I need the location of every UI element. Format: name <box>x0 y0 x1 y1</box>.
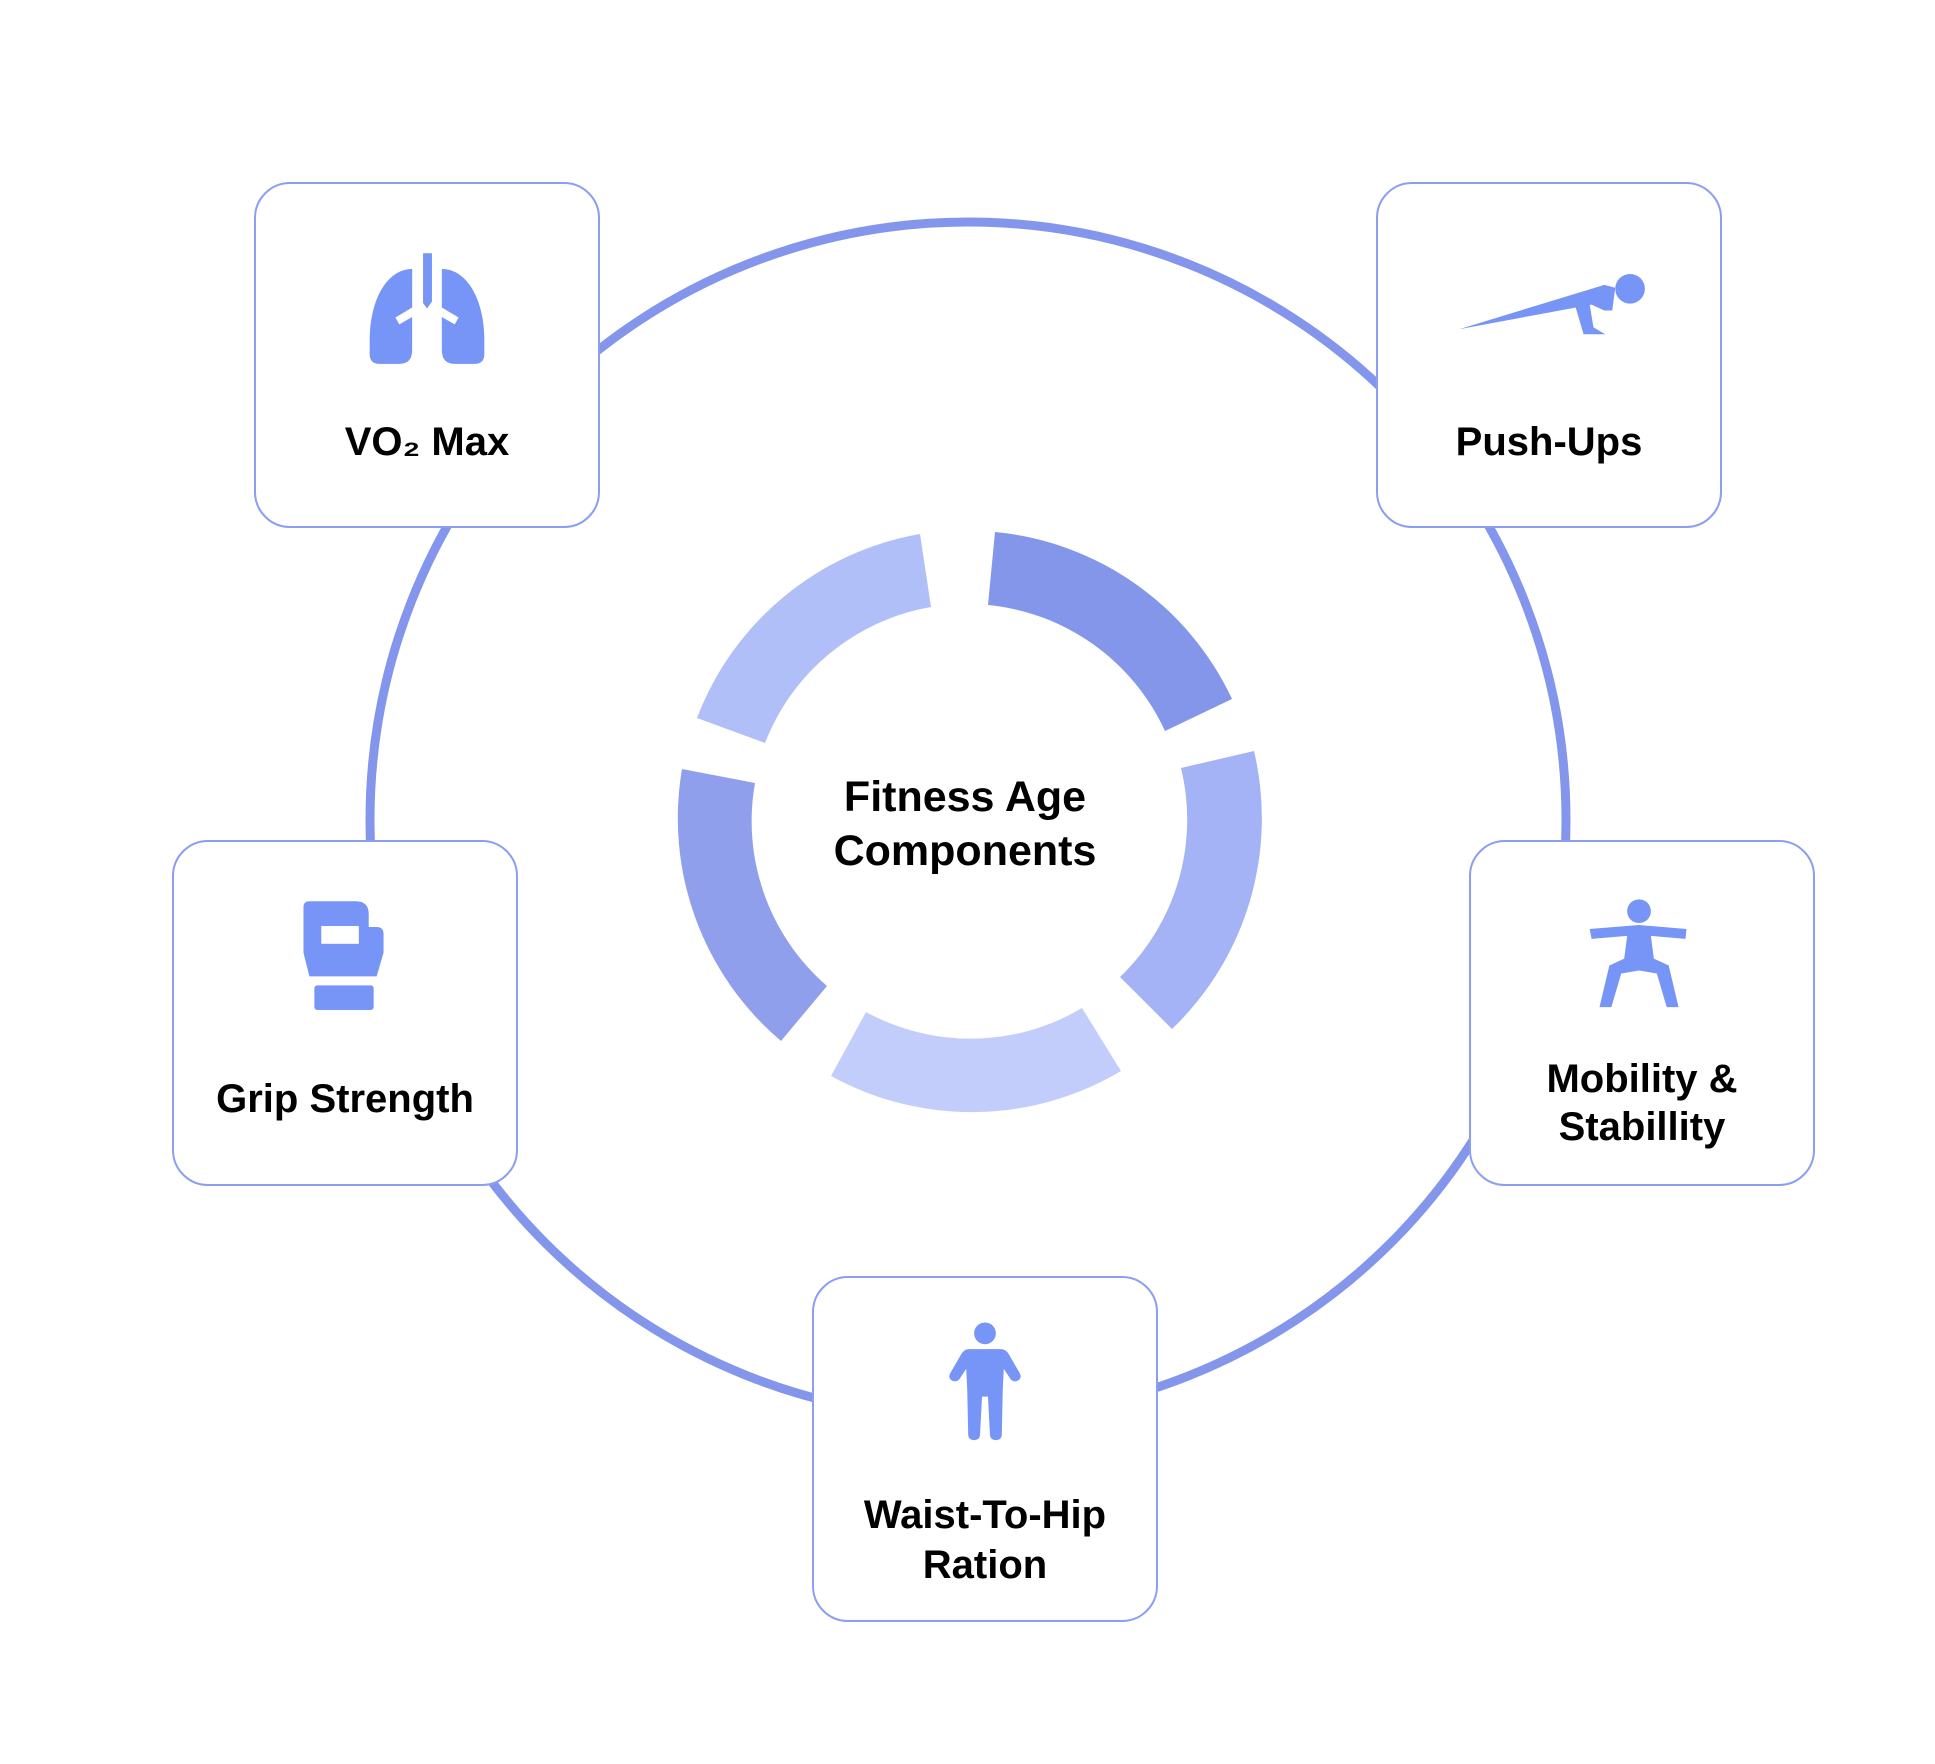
card-label-vo2-max: VO₂ Max <box>344 420 510 464</box>
center-title-line-2: Components <box>833 827 1097 875</box>
stance-figure-icon <box>1589 899 1687 1008</box>
card-vo2-max: VO₂ Max <box>254 182 600 528</box>
donut-segment-1 <box>988 532 1232 731</box>
center-donut <box>677 532 1262 1113</box>
card-label-ration: Ration <box>922 1543 1048 1587</box>
donut-segment-2 <box>1120 751 1262 1029</box>
center-title: Fitness Age Components <box>785 770 1145 878</box>
card-waist-to-hip: Waist-To-Hip Ration <box>812 1276 1158 1622</box>
card-label-mobility: Mobility & <box>1546 1057 1738 1101</box>
standing-person-icon <box>949 1322 1021 1441</box>
donut-segment-3 <box>831 1008 1121 1113</box>
donut-segment-5 <box>697 534 931 743</box>
lungs-icon <box>369 253 485 364</box>
push-up-figure-icon <box>1459 273 1645 335</box>
card-label-waist-to-hip: Waist-To-Hip <box>863 1493 1107 1537</box>
card-push-ups: Push-Ups <box>1376 182 1722 528</box>
card-label-stability: Stabillity <box>1558 1105 1726 1149</box>
center-title-line-1: Fitness Age <box>843 773 1087 821</box>
card-grip-strength: Grip Strength <box>172 840 518 1186</box>
card-label-grip-strength: Grip Strength <box>216 1077 474 1121</box>
card-mobility-stability: Mobility & Stabillity <box>1469 840 1815 1186</box>
card-label-push-ups: Push-Ups <box>1455 420 1643 464</box>
donut-segment-4 <box>677 769 827 1041</box>
boxing-glove-icon <box>303 901 384 1011</box>
